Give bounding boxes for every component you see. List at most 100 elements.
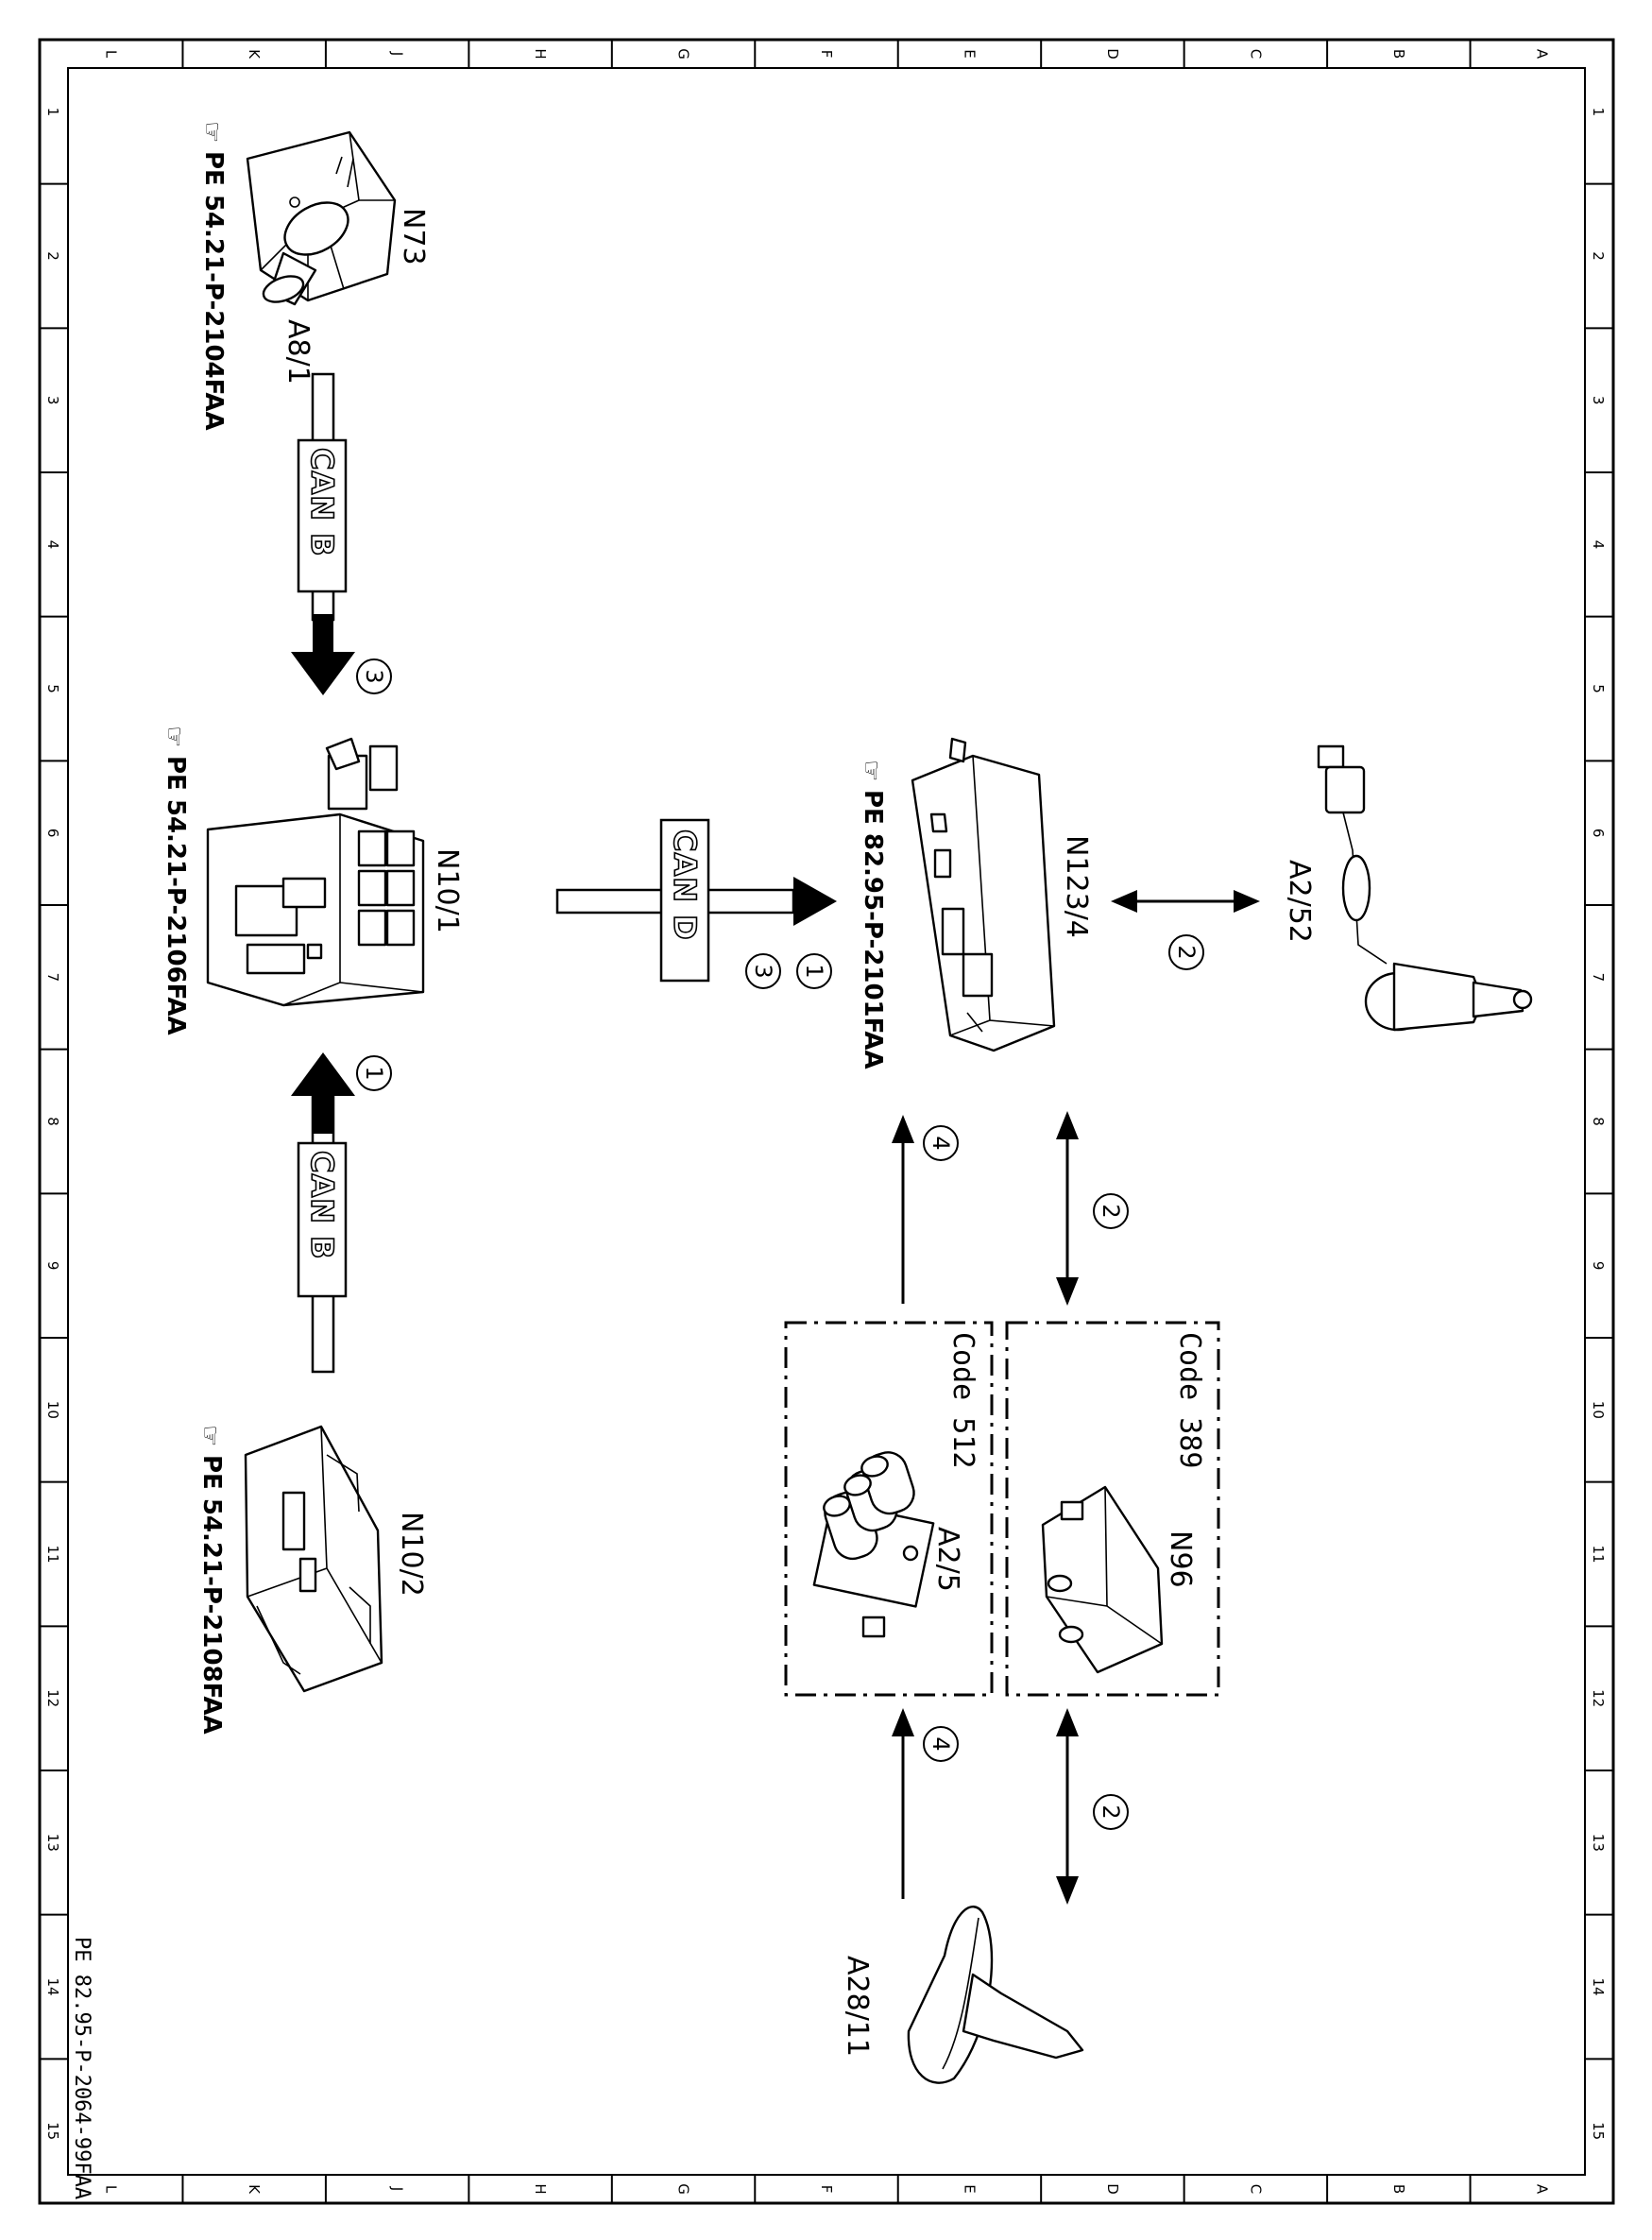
grid-row-letter: D	[1104, 48, 1121, 60]
code-389-option-box: Code 389 N96	[1005, 1321, 1220, 1697]
grid-row-letter: B	[1390, 2184, 1407, 2194]
grid-column-number: 12	[44, 1689, 61, 1707]
n96-link-top: 2	[1056, 1111, 1129, 1306]
a2-52-link: 2	[1111, 890, 1260, 970]
grid-column-number: 7	[44, 973, 61, 983]
grid-column-number: 9	[44, 1261, 61, 1271]
n10-1-label: N10/1	[431, 848, 464, 933]
n10-2-reference: PE 54.21-P-2108FAA	[197, 1455, 226, 1735]
grid-column-number: 6	[1590, 829, 1607, 838]
grid-row-letter: L	[103, 50, 120, 59]
grid-row-letter: G	[675, 2183, 692, 2195]
n123-4-reference: PE 82.95-P-2101FAA	[859, 790, 887, 1069]
grid-row-letter: J	[389, 51, 406, 56]
link-number-circle	[1168, 934, 1204, 970]
grid-column-number: 10	[44, 1401, 61, 1419]
a2-5-label: A2/5	[931, 1527, 964, 1592]
link-number: 2	[1173, 945, 1200, 959]
grid-row-letter: E	[961, 2184, 978, 2193]
grid-column-number: 3	[44, 396, 61, 405]
grid-column-number: 5	[1590, 684, 1607, 693]
code-512-label: Code 512	[946, 1332, 979, 1469]
grid-column-number: 4	[1590, 540, 1607, 550]
grid-row-letter: K	[246, 2184, 263, 2195]
grid-column-number: 1	[1590, 108, 1607, 117]
n73-switch-drawing	[246, 130, 397, 306]
a2-5-link-bottom: 4	[892, 1708, 959, 1899]
link-number: 3	[361, 669, 387, 683]
grid-row-letter: A	[1533, 2184, 1550, 2195]
grid-column-number: 8	[1590, 1117, 1607, 1126]
n73-ignition-switch: N73 A8/1 ☞ PE 54.21-P-2104FAA	[197, 121, 430, 431]
can-d-label: CAN D	[667, 829, 703, 941]
grid-column-number: 11	[44, 1545, 61, 1563]
n10-1-module-drawing	[206, 737, 425, 1007]
n96-drawing	[1041, 1485, 1164, 1674]
n10-2-module-drawing	[244, 1425, 383, 1693]
pointing-hand-icon: ☞	[160, 726, 188, 747]
grid-column-number: 14	[44, 1977, 61, 1995]
code-389-label: Code 389	[1173, 1332, 1206, 1469]
link-number-circle	[356, 658, 392, 694]
link-number: 1	[361, 1066, 387, 1080]
n10-1-module: N10/1 ☞ PE 54.21-P-2106FAA	[160, 726, 464, 1035]
n96-link-bottom: 2	[1056, 1708, 1129, 1905]
grid-row-letter: F	[818, 50, 835, 59]
grid-row-letter: K	[246, 49, 263, 60]
grid-column-number: 15	[1590, 2122, 1607, 2140]
drawing-frame	[38, 38, 1615, 2205]
a2-5-drawing	[812, 1451, 935, 1638]
grid-column-number: 12	[1590, 1689, 1607, 1707]
link-number-circle	[1093, 1193, 1129, 1229]
can-b-top-label: CAN B	[304, 448, 340, 557]
grid-row-letter: H	[532, 48, 549, 59]
footer-document-code: PE 82.95-P-2064-99FAA	[70, 1937, 94, 2199]
link-number-circle	[745, 953, 781, 989]
grid-row-letter: A	[1533, 49, 1550, 60]
grid-column-number: 9	[1590, 1261, 1607, 1271]
link-number: 3	[750, 964, 776, 978]
link-number: 4	[928, 1736, 954, 1751]
grid-column-number: 4	[44, 540, 61, 550]
pointing-hand-icon: ☞	[196, 1425, 224, 1446]
grid-column-number: 13	[44, 1834, 61, 1852]
a2-52-component: A2/52	[1283, 744, 1533, 1032]
grid-column-number: 3	[1590, 396, 1607, 405]
link-number: 2	[1098, 1804, 1124, 1819]
grid-row-letter: B	[1390, 49, 1407, 59]
grid-column-number: 6	[44, 829, 61, 838]
n123-4-unit-drawing	[911, 737, 1056, 1052]
a2-52-label: A2/52	[1283, 860, 1316, 943]
pointing-hand-icon: ☞	[197, 121, 226, 143]
n123-4-label: N123/4	[1060, 835, 1093, 938]
link-number-circle	[923, 1726, 959, 1762]
n123-4-control-unit: N123/4 ☞ PE 82.95-P-2101FAA	[857, 737, 1093, 1069]
grid-column-number: 11	[1590, 1545, 1607, 1563]
can-d-link: CAN D 1 3	[555, 818, 837, 989]
grid-row-letter: E	[961, 49, 978, 58]
grid-row-letter: J	[389, 2186, 406, 2191]
grid-column-number: 15	[44, 2122, 61, 2140]
grid-column-number: 13	[1590, 1834, 1607, 1852]
grid-row-letter: F	[818, 2185, 835, 2194]
link-number-circle	[923, 1125, 959, 1161]
grid-row-letter: H	[532, 2183, 549, 2194]
grid-column-number: 1	[44, 108, 61, 117]
link-number: 1	[801, 964, 827, 978]
grid-column-number: 14	[1590, 1977, 1607, 1995]
can-b-bottom-label: CAN B	[304, 1151, 340, 1260]
n10-2-label: N10/2	[395, 1512, 428, 1597]
a8-1-label: A8/1	[281, 319, 315, 385]
link-number-circle	[1093, 1794, 1129, 1830]
can-b-top-link: CAN B 3	[291, 372, 392, 695]
n10-1-reference: PE 54.21-P-2106FAA	[162, 756, 190, 1035]
link-number-circle	[796, 953, 832, 989]
link-number: 4	[928, 1136, 954, 1150]
can-b-bottom-link: CAN B 1	[291, 1052, 392, 1374]
grid-row-letter: G	[675, 48, 692, 60]
